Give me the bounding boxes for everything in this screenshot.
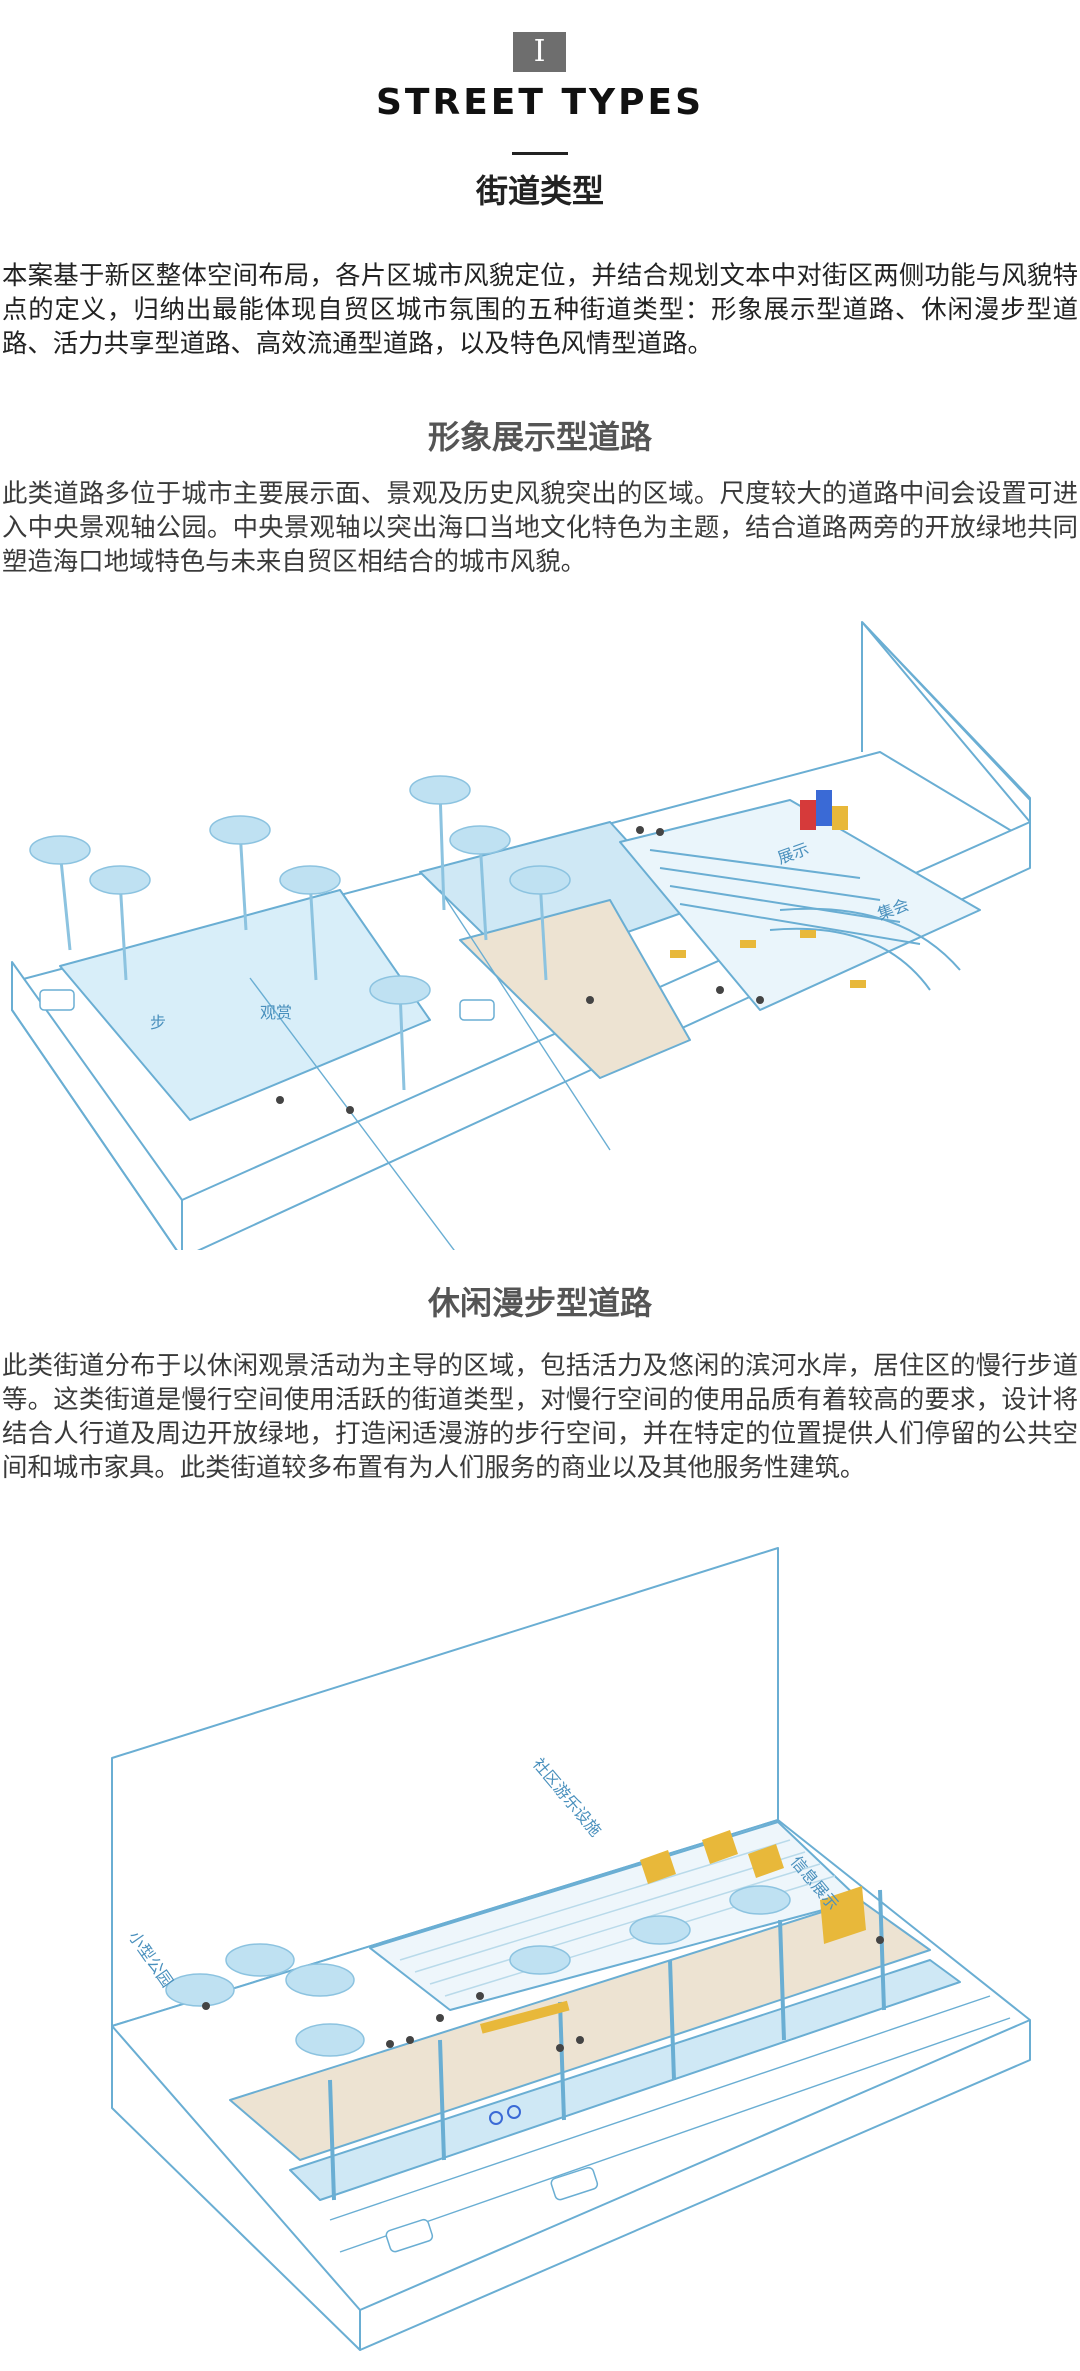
title-chinese: 街道类型 [475, 172, 604, 210]
title-english: STREET TYPES [375, 82, 704, 123]
label-view: 观赏 [260, 1003, 292, 1022]
title-divider [512, 152, 568, 155]
image-display-street-illustration: 步 观赏 展示 集会 [11, 621, 1031, 1250]
chapter-badge: I [513, 32, 566, 72]
label-walk: 步 [150, 1013, 166, 1032]
section-body-leisure-walk: 此类街道分布于以休闲观景活动为主导的区域，包括活力及悠闲的滨河水岸，居住区的慢行… [2, 1350, 1078, 1482]
leisure-walk-street-illustration: 小型公园 社区游乐设施 信息展示 [111, 1547, 1031, 2351]
section-heading-leisure-walk: 休闲漫步型道路 [427, 1284, 652, 1322]
section-body-image-display: 此类道路多位于城市主要展示面、景观及历史风貌突出的区域。尺度较大的道路中间会设置… [2, 478, 1078, 576]
section-heading-image-display: 形象展示型道路 [427, 418, 652, 456]
intro-paragraph: 本案基于新区整体空间布局，各片区城市风貌定位，并结合规划文本中对街区两侧功能与风… [2, 260, 1078, 358]
